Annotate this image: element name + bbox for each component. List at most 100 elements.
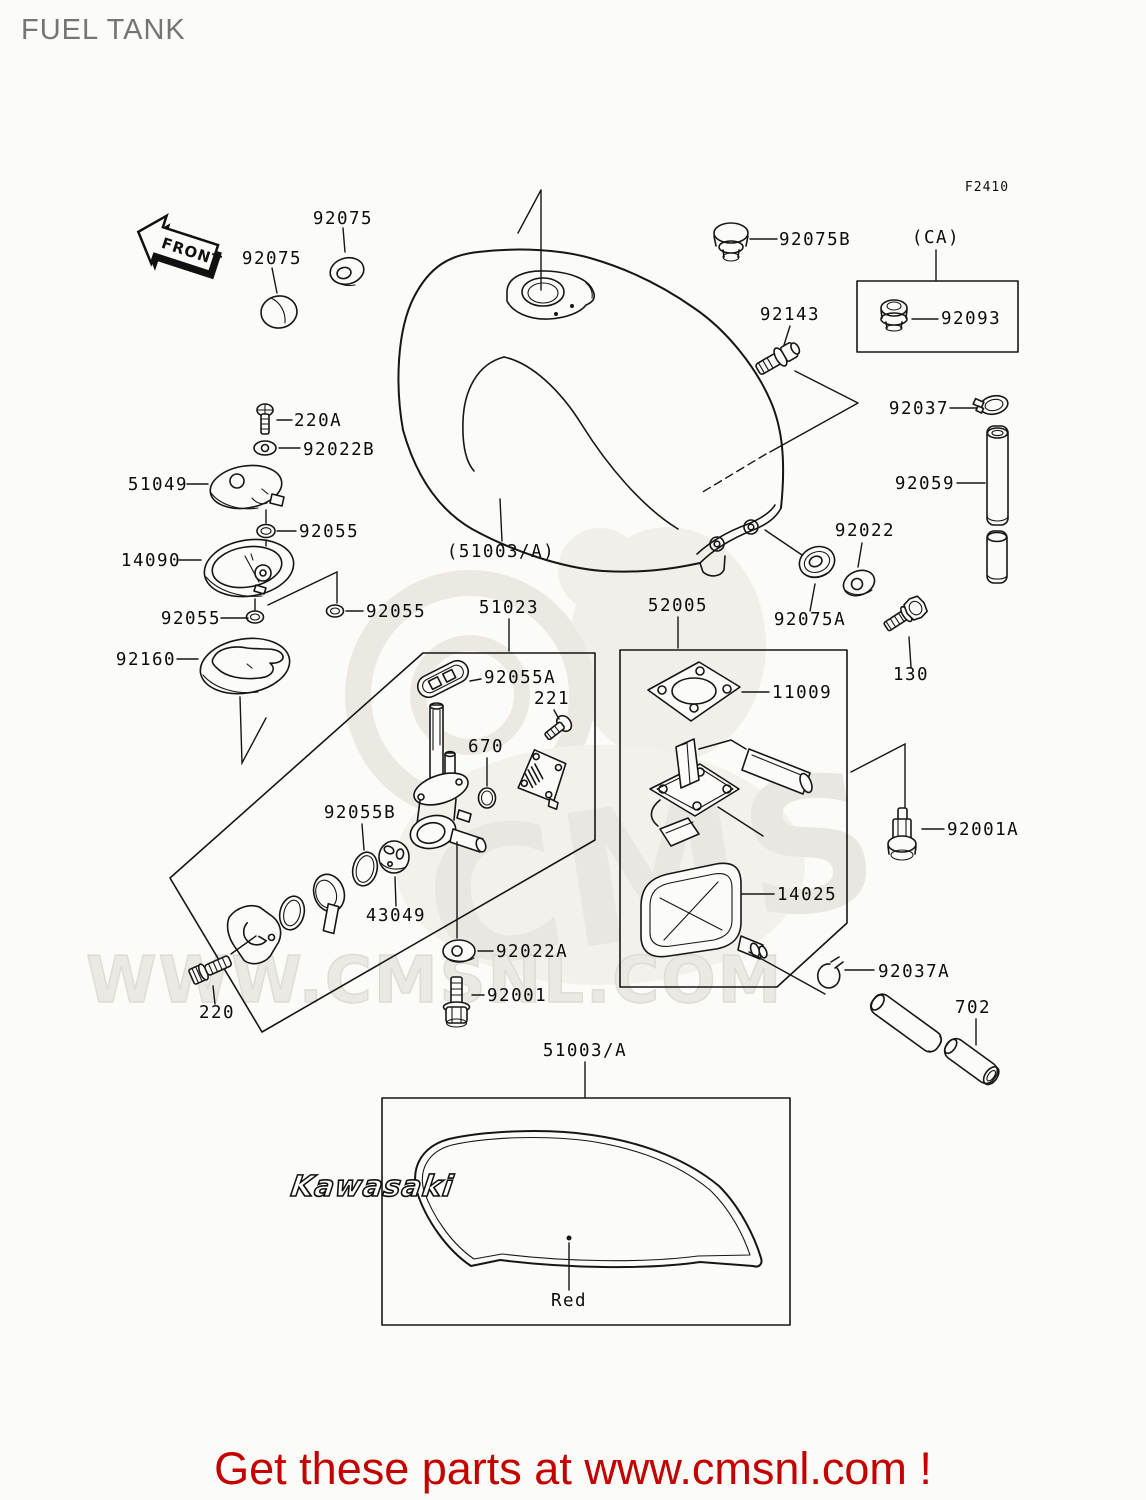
fuel-tank-drawing [397, 189, 859, 577]
part-670-oring [477, 787, 497, 809]
label-color-note: Red [551, 1291, 587, 1311]
part-14090-plate [203, 538, 295, 598]
part-51049-cap [209, 464, 285, 510]
filler-neck [521, 277, 565, 307]
fuel-gauge-kit-box-52005 [619, 649, 848, 988]
part-labels: 92075 92075 92075B 92093 92143 92037 920… [116, 180, 1019, 1311]
label-92075-left[interactable]: 92075 [313, 209, 373, 229]
part-92075A-grommet [798, 545, 836, 579]
label-670[interactable]: 670 [468, 737, 504, 757]
label-92055-c[interactable]: 92055 [366, 602, 426, 622]
label-decal-ref[interactable]: 51003/A [543, 1041, 627, 1061]
label-tank-ref[interactable]: (51003/A) [447, 542, 555, 562]
label-92055-a[interactable]: 92055 [299, 522, 359, 542]
label-92037A[interactable]: 92037A [878, 962, 950, 982]
part-knob-ring [278, 895, 306, 931]
part-220-bolt [188, 955, 233, 985]
label-92059[interactable]: 92059 [895, 474, 955, 494]
page-title: FUEL TANK [21, 14, 186, 46]
part-92037-clamp [972, 394, 1009, 416]
part-221-screw [544, 714, 573, 741]
part-92022-washer [842, 569, 876, 597]
part-92055-oring-left [245, 610, 265, 624]
part-92059-hose-upper [986, 425, 1009, 526]
hidden-line [700, 453, 767, 494]
label-14090[interactable]: 14090 [121, 551, 181, 571]
label-92055A[interactable]: 92055A [484, 668, 556, 688]
part-702-hose-lower [943, 1037, 1000, 1086]
part-92075-damper [260, 295, 298, 329]
color-callout-dot [566, 1235, 572, 1241]
label-92075B[interactable]: 92075B [779, 230, 851, 250]
part-92055-oring-right [325, 604, 345, 618]
bolt-leader [769, 370, 859, 453]
label-51023[interactable]: 51023 [479, 598, 539, 618]
label-92022B[interactable]: 92022B [303, 440, 375, 460]
label-92075-right[interactable]: 92075 [242, 249, 302, 269]
leader-lines [176, 227, 986, 1291]
part-92037A-clip [816, 956, 844, 989]
part-14025-tray [640, 862, 768, 960]
label-92055B[interactable]: 92055B [324, 803, 396, 823]
label-92001[interactable]: 92001 [487, 986, 547, 1006]
part-92055A-gasket [416, 659, 470, 699]
label-51049[interactable]: 51049 [128, 475, 188, 495]
label-52005[interactable]: 52005 [648, 596, 708, 616]
part-92055B-oring [351, 851, 379, 887]
label-92037[interactable]: 92037 [889, 399, 949, 419]
label-14025[interactable]: 14025 [777, 885, 837, 905]
part-92075B-plug [713, 222, 749, 262]
petcock-assembly-51023 [188, 659, 573, 1028]
part-92055-oring-top [256, 523, 276, 539]
front-direction-arrow: FRONT [136, 213, 224, 280]
part-diaphragm-cover [517, 749, 567, 811]
part-92143-bolt [755, 342, 801, 375]
kawasaki-logo: Kawasaki [289, 1169, 456, 1203]
petcock-kit-box-51023 [169, 652, 596, 1033]
label-92075A[interactable]: 92075A [774, 610, 846, 630]
label-92055-b[interactable]: 92055 [161, 609, 221, 629]
filler-panel [506, 270, 596, 320]
label-702[interactable]: 702 [955, 998, 991, 1018]
assembly-boxes [169, 280, 1019, 1326]
label-11009[interactable]: 11009 [772, 683, 832, 703]
label-figure-code: F2410 [965, 180, 1009, 195]
part-92022A-washer [442, 939, 476, 963]
part-92001-bolt [442, 976, 471, 1028]
ca-kit-box [856, 280, 1019, 353]
part-92075-grommet [329, 256, 365, 287]
label-92001A[interactable]: 92001A [947, 820, 1019, 840]
part-92059-hose-lower [986, 530, 1008, 584]
part-220A-screw [256, 403, 274, 435]
label-220A[interactable]: 220A [294, 411, 342, 431]
part-43049-packing [378, 840, 410, 874]
part-130-bolt [883, 595, 928, 632]
label-92143[interactable]: 92143 [760, 305, 820, 325]
label-92093[interactable]: 92093 [941, 309, 1001, 329]
part-petcock-body [409, 702, 487, 853]
tank-decal-box-51003A [381, 1097, 791, 1326]
part-92001A-valve [887, 807, 917, 861]
tank-decal-view: Kawasaki [288, 1130, 763, 1269]
label-221[interactable]: 221 [534, 689, 570, 709]
part-92093-nut [880, 299, 908, 332]
label-92022A[interactable]: 92022A [496, 942, 568, 962]
part-tap-knob [312, 873, 346, 935]
label-130[interactable]: 130 [893, 665, 929, 685]
cmsnl-banner-link[interactable]: Get these parts at www.cmsnl.com ! [214, 1443, 932, 1494]
label-ca-note: (CA) [912, 228, 960, 248]
part-fuel-sender [649, 738, 813, 847]
label-43049[interactable]: 43049 [366, 906, 426, 926]
part-92022B-washer [253, 440, 277, 456]
part-11009-gasket [647, 661, 741, 722]
label-92022[interactable]: 92022 [835, 521, 895, 541]
part-lever-plate [226, 904, 282, 965]
filler-leader [517, 189, 542, 291]
fuel-gauge-assembly-52005 [640, 661, 813, 960]
label-220[interactable]: 220 [199, 1003, 235, 1023]
part-702-hose-upper [869, 993, 943, 1053]
part-92160-gasket [199, 637, 291, 695]
label-92160[interactable]: 92160 [116, 650, 176, 670]
